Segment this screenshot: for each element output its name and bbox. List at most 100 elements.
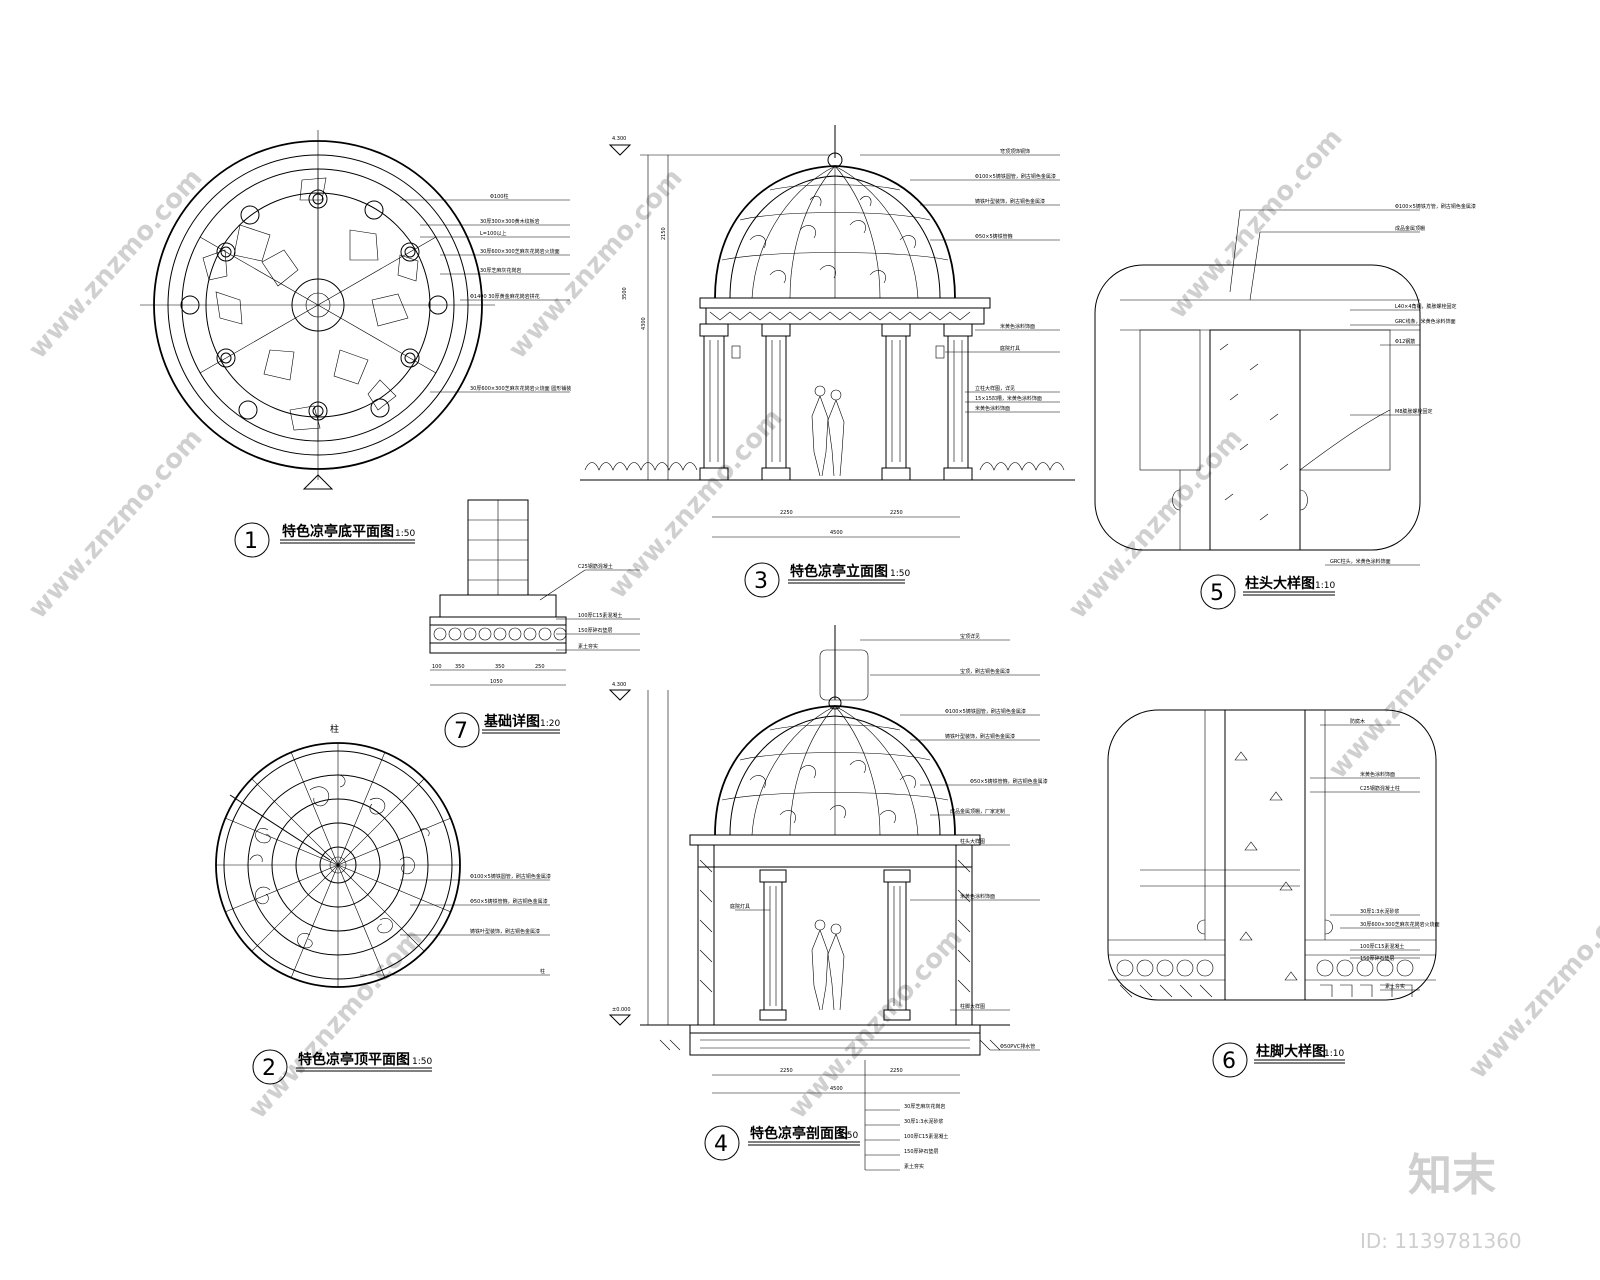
- elev3-note: 庭院灯具: [1000, 345, 1020, 352]
- view-scale: 1:50: [838, 1131, 858, 1141]
- elev3-note: 米黄色涂料饰面: [1000, 323, 1035, 330]
- plan1-note: Φ100柱: [490, 193, 508, 200]
- cap5-note: Φ12钢筋: [1395, 338, 1415, 345]
- sect-half-dim: 2250: [780, 1068, 793, 1074]
- people-figures: [811, 919, 845, 1011]
- base-level-label: ±0.000: [612, 1007, 631, 1013]
- elev-width-dim: 4500: [830, 530, 843, 536]
- cap5-note: Φ100×5铸铁方管，刷古铜色金属漆: [1395, 203, 1476, 210]
- view-scale: 1:10: [1324, 1049, 1344, 1059]
- found-dim: 350: [455, 664, 465, 670]
- height-dim: 3500: [622, 287, 628, 300]
- base6-note: 150厚碎石垫层: [1360, 955, 1395, 962]
- sect4-note: Φ50×5铸铁管箍，刷古铜色金属漆: [970, 778, 1048, 785]
- view-number-circle: [1212, 1042, 1248, 1078]
- elev3-note: 铸铁叶型装饰，刷古铜色金属漆: [975, 198, 1045, 205]
- level-marker-icon: [608, 144, 632, 156]
- cap5-note: GRC柱头，米黄色涂料饰面: [1330, 558, 1391, 565]
- found7-note: 100厚C15素混凝土: [578, 612, 622, 619]
- cap5-note: L40×4角钢，膨胀螺栓固定: [1395, 303, 1457, 310]
- section-marker-icon: [302, 474, 334, 490]
- watermark-text: www.znzmo.com: [1323, 583, 1509, 785]
- top-level-label: 4.300: [612, 136, 626, 142]
- sect-half-dim: 2250: [890, 1068, 903, 1074]
- capital-detail-view-5: Φ100×5铸铁方管，刷古铜色金属漆 成品金属顶棚 L40×4角钢，膨胀螺栓固定…: [1094, 203, 1476, 610]
- cap5-note: GRC线条，米黄色涂料饰面: [1395, 318, 1456, 325]
- sect4-note: 柱头大样图: [960, 838, 985, 845]
- base-detail-view-6: 防腐木 米黄色涂料饰面 C25钢筋混凝土柱 30厚1:3水泥砂浆 30厚600×…: [1107, 709, 1440, 1078]
- plan1-note: 30厚600×300芝麻灰花岗岩火烧面: [480, 248, 560, 255]
- sect4-note: 成品金属顶棚，厂家定制: [950, 808, 1005, 815]
- watermarks: www.znzmo.com www.znzmo.com www.znzmo.co…: [23, 123, 1600, 1125]
- elev3-note: 立柱大样图，详见: [975, 385, 1015, 392]
- elev-half-dim: 2250: [890, 510, 903, 516]
- sect4-note: 宝顶详见: [960, 633, 980, 640]
- cap5-note: 成品金属顶棚: [1395, 225, 1425, 232]
- base6-note: 素土夯实: [1385, 983, 1405, 990]
- sect4-note: Φ100×5铸铁圆管，刷古铜色金属漆: [945, 708, 1026, 715]
- view-number: 2: [262, 1056, 276, 1081]
- sect4-note: 庭院灯具: [730, 903, 750, 910]
- dome-height-dim: 2150: [661, 227, 667, 240]
- watermark-text: www.znzmo.com: [783, 923, 969, 1125]
- plan-view-1: Φ100柱 30厚300×300黄木纹板岩 L=100以上 30厚600×300…: [140, 130, 571, 558]
- plan1-note: 30厚600×300芝麻灰花岗岩火烧面 圆形铺装: [470, 385, 571, 392]
- view-title: 特色凉亭顶平面图: [298, 1051, 410, 1068]
- roof-north-label: 柱: [330, 723, 339, 735]
- watermark-text: www.znzmo.com: [1463, 883, 1600, 1085]
- lamp-icon: [731, 345, 945, 359]
- found-total-dim: 1050: [490, 679, 503, 685]
- sect4-note: 宝顶，刷古铜色金属漆: [960, 668, 1010, 675]
- total-height-dim: 4300: [641, 317, 647, 330]
- view-title: 特色凉亭剖面图: [750, 1125, 848, 1142]
- elev3-note: Φ50×5铸铁管箍: [975, 233, 1013, 240]
- elev3-note: 米黄色涂料饰面: [975, 405, 1010, 412]
- found-dim: 250: [535, 664, 545, 670]
- view-number-circle: [744, 562, 780, 598]
- roof2-note: Φ50×5铸铁管箍，刷古铜色金属漆: [470, 898, 548, 905]
- view-scale: 1:50: [412, 1057, 432, 1067]
- view-number-circle: [444, 712, 480, 748]
- brand-logo: 知末: [1408, 1150, 1496, 1201]
- elevation-view-3: 4.300 4300 3500 2150 2250 2250 4500 穹顶顶饰…: [580, 125, 1075, 598]
- base6-note: 100厚C15素混凝土: [1360, 943, 1404, 950]
- level-marker-icon: [608, 1014, 632, 1026]
- image-id: ID: 1139781360: [1360, 1229, 1522, 1253]
- sect4-note: 素土夯实: [904, 1163, 924, 1170]
- view-number: 6: [1222, 1049, 1236, 1074]
- view-number-circle: [252, 1049, 288, 1085]
- plan1-note: 30厚芝麻灰花岗岩: [480, 267, 521, 274]
- sect4-note: 30厚1:3水泥砂浆: [904, 1118, 943, 1125]
- view-number: 7: [454, 719, 468, 744]
- view-title: 特色凉亭立面图: [790, 563, 888, 580]
- sect4-note: 米黄色涂料饰面: [960, 893, 995, 900]
- found-dim: 350: [495, 664, 505, 670]
- view-title: 柱脚大样图: [1256, 1043, 1326, 1060]
- base6-note: 防腐木: [1350, 718, 1365, 725]
- found-dim: 100: [432, 664, 442, 670]
- sect4-note: 100厚C15素混凝土: [904, 1133, 948, 1140]
- view-title: 基础详图: [484, 713, 540, 730]
- elev3-note: Φ100×5铸铁圆管，刷古铜色金属漆: [975, 173, 1056, 180]
- view-scale: 1:50: [395, 529, 415, 539]
- sect4-note: 柱脚大样图: [960, 1003, 985, 1010]
- view-number: 4: [714, 1132, 728, 1157]
- elev3-note: 15×15凹槽，米黄色涂料饰面: [975, 395, 1042, 402]
- base6-note: 30厚600×300芝麻灰花岗岩火烧面: [1360, 921, 1440, 928]
- roof-plan-view-2: 柱 Φ100×5铸铁圆管，刷古铜色金属漆 Φ50×5铸铁管箍，刷古铜色金属漆 铸…: [215, 723, 551, 1085]
- found7-note: 素土夯实: [578, 643, 598, 650]
- brand-watermark: 知末 ID: 1139781360: [1360, 1150, 1522, 1253]
- watermark-text: www.znzmo.com: [23, 163, 209, 365]
- section-view-4: 4.300 ±0.000 2250 2250 4500 宝顶详见: [608, 625, 1048, 1171]
- view-scale: 1:20: [540, 719, 560, 729]
- roof2-note: Φ100×5铸铁圆管，刷古铜色金属漆: [470, 873, 551, 880]
- roof2-note: 柱: [540, 968, 545, 975]
- roof2-note: 铸铁叶型装饰，刷古铜色金属漆: [470, 928, 540, 935]
- view-number-circle: [704, 1125, 740, 1161]
- plan1-note: L=100以上: [480, 230, 507, 237]
- sect4-note: 30厚芝麻灰花岗岩: [904, 1103, 945, 1110]
- found7-note: 150厚碎石垫层: [578, 627, 613, 634]
- base6-note: C25钢筋混凝土柱: [1360, 785, 1400, 792]
- level-marker-icon: [608, 689, 632, 701]
- found7-note: C25钢筋混凝土: [578, 563, 613, 570]
